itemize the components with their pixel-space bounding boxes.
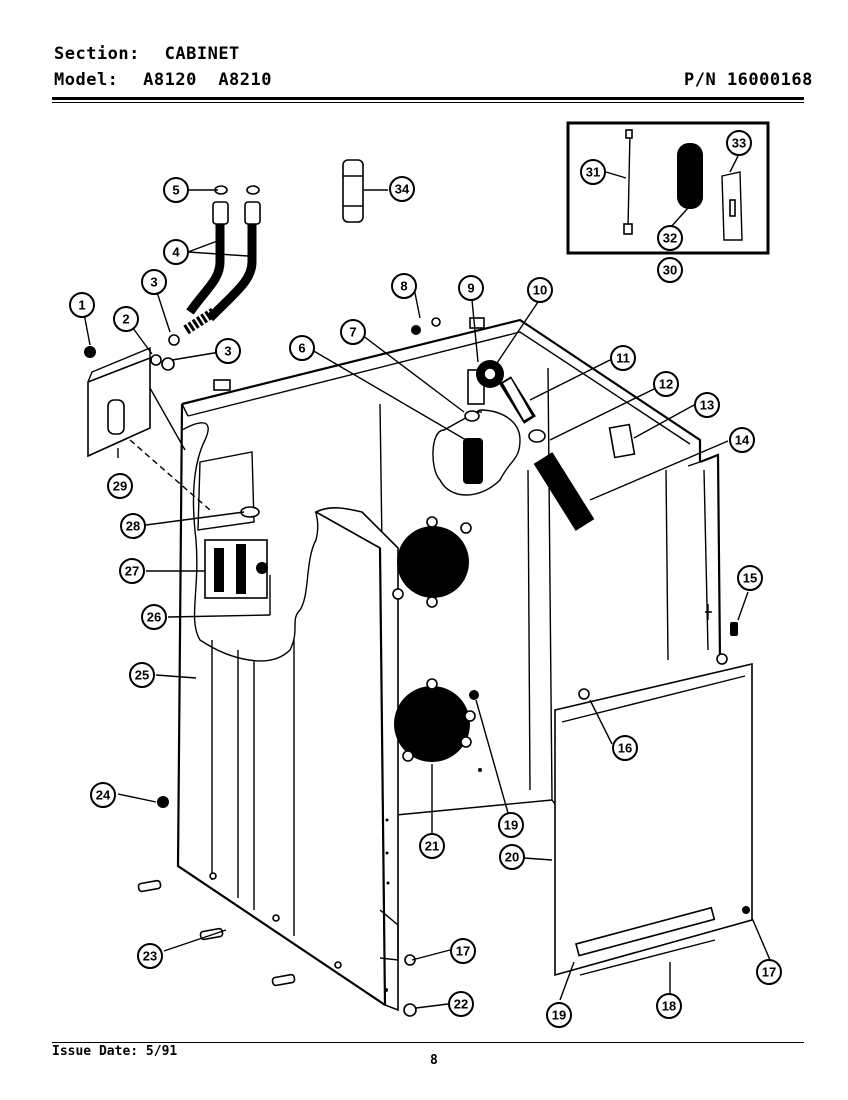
callout-33: 33 [726, 130, 752, 156]
section-header: Section: CABINET [54, 44, 240, 64]
callout-2: 2 [113, 306, 139, 332]
svg-text:23: 23 [143, 949, 157, 964]
section-value: CABINET [164, 44, 240, 64]
cabinet-body [176, 317, 722, 1012]
callout-26: 26 [141, 604, 167, 630]
svg-text:8: 8 [400, 279, 407, 294]
svg-text:33: 33 [732, 136, 746, 151]
model-header: Model: A8120 A8210 [54, 70, 272, 90]
svg-text:10: 10 [533, 283, 547, 298]
callout-18: 18 [656, 993, 682, 1019]
callout-13: 13 [694, 392, 720, 418]
callout-32: 32 [657, 225, 683, 251]
svg-text:3: 3 [224, 344, 231, 359]
callout-20: 20 [499, 844, 525, 870]
callout-8: 8 [391, 273, 417, 299]
water-valve [197, 451, 271, 615]
access-door [554, 662, 753, 977]
callout-3a: 3 [141, 269, 167, 295]
svg-text:2: 2 [122, 312, 129, 327]
callout-14: 14 [729, 427, 755, 453]
header-rule-thin [52, 102, 804, 103]
callout-23: 23 [137, 943, 163, 969]
svg-text:21: 21 [425, 839, 439, 854]
callout-29: 29 [107, 473, 133, 499]
callout-6: 6 [289, 335, 315, 361]
section-label: Section: [54, 44, 140, 64]
callout-27: 27 [119, 558, 145, 584]
svg-text:26: 26 [147, 610, 161, 625]
svg-text:19: 19 [552, 1008, 566, 1023]
svg-text:9: 9 [467, 281, 474, 296]
small-hardware [137, 423, 750, 1017]
callout-28: 28 [120, 513, 146, 539]
callout-9: 9 [458, 275, 484, 301]
svg-text:28: 28 [126, 519, 140, 534]
callout-1: 1 [69, 292, 95, 318]
callout-16: 16 [612, 735, 638, 761]
svg-text:18: 18 [662, 999, 676, 1014]
callout-17a: 17 [450, 938, 476, 964]
callout-19a: 19 [546, 1002, 572, 1028]
svg-text:25: 25 [135, 668, 149, 683]
svg-text:31: 31 [586, 165, 600, 180]
svg-text:24: 24 [96, 788, 111, 803]
svg-text:19: 19 [504, 818, 518, 833]
bracket [87, 346, 211, 511]
callout-19b: 19 [498, 812, 524, 838]
callout-30: 30 [657, 257, 683, 283]
svg-text:1: 1 [78, 298, 85, 313]
callout-5: 5 [163, 177, 189, 203]
callout-3b: 3 [215, 338, 241, 364]
svg-text:7: 7 [349, 325, 356, 340]
part-number: P/N 16000168 [684, 70, 813, 90]
svg-text:22: 22 [454, 997, 468, 1012]
callout-31: 31 [580, 159, 606, 185]
inlet-hoses [84, 185, 261, 371]
motor-upper [392, 516, 472, 608]
callout-34: 34 [389, 176, 415, 202]
svg-text:20: 20 [505, 850, 519, 865]
callout-11: 11 [610, 345, 636, 371]
callout-7: 7 [340, 319, 366, 345]
svg-text:29: 29 [113, 479, 127, 494]
page-number: 8 [430, 1053, 438, 1068]
svg-text:30: 30 [663, 263, 677, 278]
hose-coupling [342, 159, 364, 223]
header-rule [52, 97, 804, 100]
callout-12: 12 [653, 371, 679, 397]
callout-22: 22 [448, 991, 474, 1017]
inner-hose-assembly [411, 317, 595, 531]
callout-24: 24 [90, 782, 116, 808]
svg-text:17: 17 [762, 965, 776, 980]
callout-15: 15 [737, 565, 763, 591]
svg-text:3: 3 [150, 275, 157, 290]
svg-text:16: 16 [618, 741, 632, 756]
svg-text:5: 5 [172, 183, 179, 198]
svg-text:32: 32 [663, 231, 677, 246]
svg-text:6: 6 [298, 341, 305, 356]
callout-21: 21 [419, 833, 445, 859]
svg-text:11: 11 [616, 351, 630, 366]
svg-text:14: 14 [735, 433, 750, 448]
callout-4: 4 [163, 239, 189, 265]
svg-text:13: 13 [700, 398, 714, 413]
svg-text:12: 12 [659, 377, 673, 392]
footer-rule [52, 1042, 804, 1043]
svg-text:4: 4 [172, 245, 180, 260]
svg-text:34: 34 [395, 182, 410, 197]
motor-lower [394, 678, 479, 762]
svg-text:27: 27 [125, 564, 139, 579]
model-value: A8120 A8210 [143, 70, 272, 90]
callout-25: 25 [129, 662, 155, 688]
callout-17b: 17 [756, 959, 782, 985]
svg-text:17: 17 [456, 944, 470, 959]
svg-text:15: 15 [743, 571, 757, 586]
model-label: Model: [54, 70, 119, 90]
callout-10: 10 [527, 277, 553, 303]
issue-date: Issue Date: 5/91 [52, 1044, 178, 1059]
